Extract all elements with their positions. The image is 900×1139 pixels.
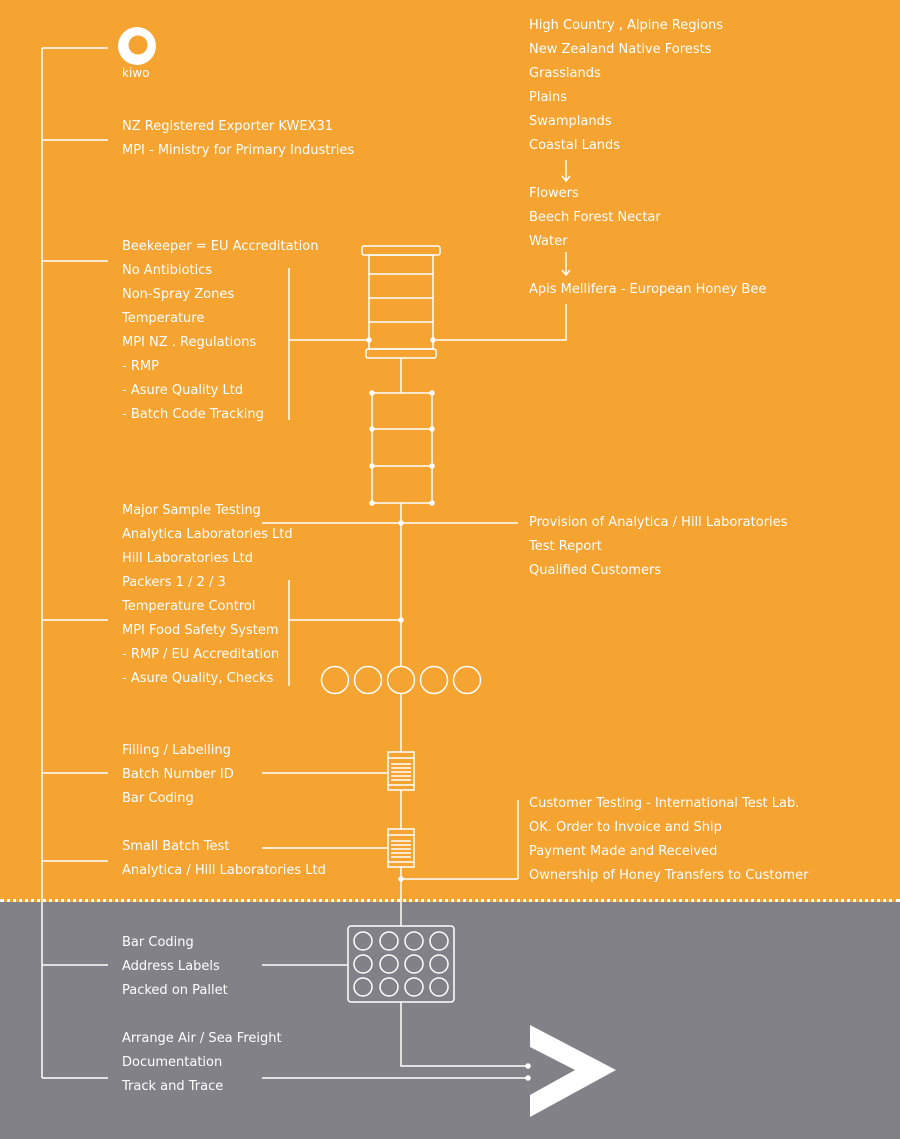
group-line: Small Batch Test: [122, 839, 230, 854]
arrow-right-icon: [530, 1025, 616, 1117]
left-group-5: Small Batch Test Analytica / Hill Labora…: [122, 835, 326, 883]
group-line: Provision of Analytica / Hill Laboratori…: [529, 515, 788, 530]
group-line: Arrange Air / Sea Freight: [122, 1031, 282, 1046]
group-line: Coastal Lands: [529, 138, 621, 153]
kiwo-logo-icon: [118, 27, 156, 65]
group-line: - Asure Quality Ltd: [122, 383, 244, 398]
group-line: Water: [529, 234, 568, 249]
honey-box-icon: [369, 390, 435, 506]
group-line: Hill Laboratories Ltd: [122, 551, 253, 566]
group-line: Analytica Laboratories Ltd: [122, 527, 293, 542]
group-line: Batch Number ID: [122, 767, 234, 782]
group-line: - Batch Code Tracking: [122, 407, 264, 422]
group-line: Track and Trace: [122, 1079, 224, 1094]
group-line: Bar Coding: [122, 791, 194, 806]
group-line: Test Report: [529, 539, 602, 554]
group-line: Flowers: [529, 186, 579, 201]
group-line: - RMP: [122, 359, 159, 374]
left-group-7: Arrange Air / Sea Freight Documentation …: [122, 1027, 282, 1099]
group-line: - RMP / EU Accreditation: [122, 647, 280, 662]
group-line: MPI NZ . Regulations: [122, 335, 257, 350]
logo-text: kiwo: [122, 66, 150, 80]
group-line: New Zealand Native Forests: [529, 42, 712, 57]
group-line: Payment Made and Received: [529, 844, 718, 859]
group-line: Packed on Pallet: [122, 983, 228, 998]
group-line: Packers 1 / 2 / 3: [122, 575, 226, 590]
left-group-3: Major Sample Testing Analytica Laborator…: [122, 499, 293, 691]
group-line: Plains: [529, 90, 568, 105]
group-line: Beech Forest Nectar: [529, 210, 661, 225]
group-line: OK. Order to Invoice and Ship: [529, 820, 722, 835]
group-line: Analytica / Hill Laboratories Ltd: [122, 863, 326, 878]
group-line: Customer Testing - International Test La…: [529, 796, 800, 811]
drum-icon: [320, 665, 482, 695]
jar-label-icon: [387, 751, 415, 791]
group-line: Temperature Control: [122, 599, 256, 614]
arrow-head-2: [561, 269, 571, 277]
group-line: Documentation: [122, 1055, 223, 1070]
group-line: Bar Coding: [122, 935, 194, 950]
right-group-4: Provision of Analytica / Hill Laboratori…: [529, 511, 787, 583]
left-group-6: Bar Coding Address Labels Packed on Pall…: [122, 931, 228, 1003]
group-line: Ownership of Honey Transfers to Customer: [529, 868, 809, 883]
pallet-icon: [347, 925, 455, 1003]
group-line: Filling / Labelling: [122, 743, 231, 758]
group-line: High Country , Alpine Regions: [529, 18, 724, 33]
group-line: Beekeeper = EU Accreditation: [122, 239, 319, 254]
orange-section: [0, 0, 900, 902]
group-line: - Asure Quality, Checks: [122, 671, 274, 686]
group-line: Swamplands: [529, 114, 612, 129]
group-line: Apis Mellifera - European Honey Bee: [529, 282, 767, 297]
left-group-4: Filling / Labelling Batch Number ID Bar …: [122, 739, 234, 811]
group-line: MPI - Ministry for Primary Industries: [122, 143, 355, 158]
dotted-divider: [0, 899, 900, 902]
group-line: No Antibiotics: [122, 263, 213, 278]
jar-label-icon: [387, 828, 415, 868]
right-group-1: High Country , Alpine Regions New Zealan…: [529, 14, 723, 158]
right-group-2: Flowers Beech Forest Nectar Water: [529, 182, 661, 254]
group-line: Non-Spray Zones: [122, 287, 235, 302]
group-line: Address Labels: [122, 959, 220, 974]
right-group-5: Customer Testing - International Test La…: [529, 792, 808, 888]
left-group-2: Beekeeper = EU Accreditation No Antibiot…: [122, 235, 318, 427]
group-line: Major Sample Testing: [122, 503, 261, 518]
arrow-head-1: [561, 175, 571, 183]
grey-section: [0, 902, 900, 1139]
left-group-1: NZ Registered Exporter KWEX31 MPI - Mini…: [122, 115, 354, 163]
group-line: Qualified Customers: [529, 563, 662, 578]
right-group-3: Apis Mellifera - European Honey Bee: [529, 278, 766, 302]
group-line: MPI Food Safety System: [122, 623, 279, 638]
group-line: Grasslands: [529, 66, 601, 81]
beehive-icon: [361, 245, 441, 359]
connector-bee-to-hive: [436, 304, 567, 341]
group-line: Temperature: [122, 311, 205, 326]
group-line: NZ Registered Exporter KWEX31: [122, 119, 333, 134]
connector-pallet-to-ship: [400, 1002, 528, 1067]
